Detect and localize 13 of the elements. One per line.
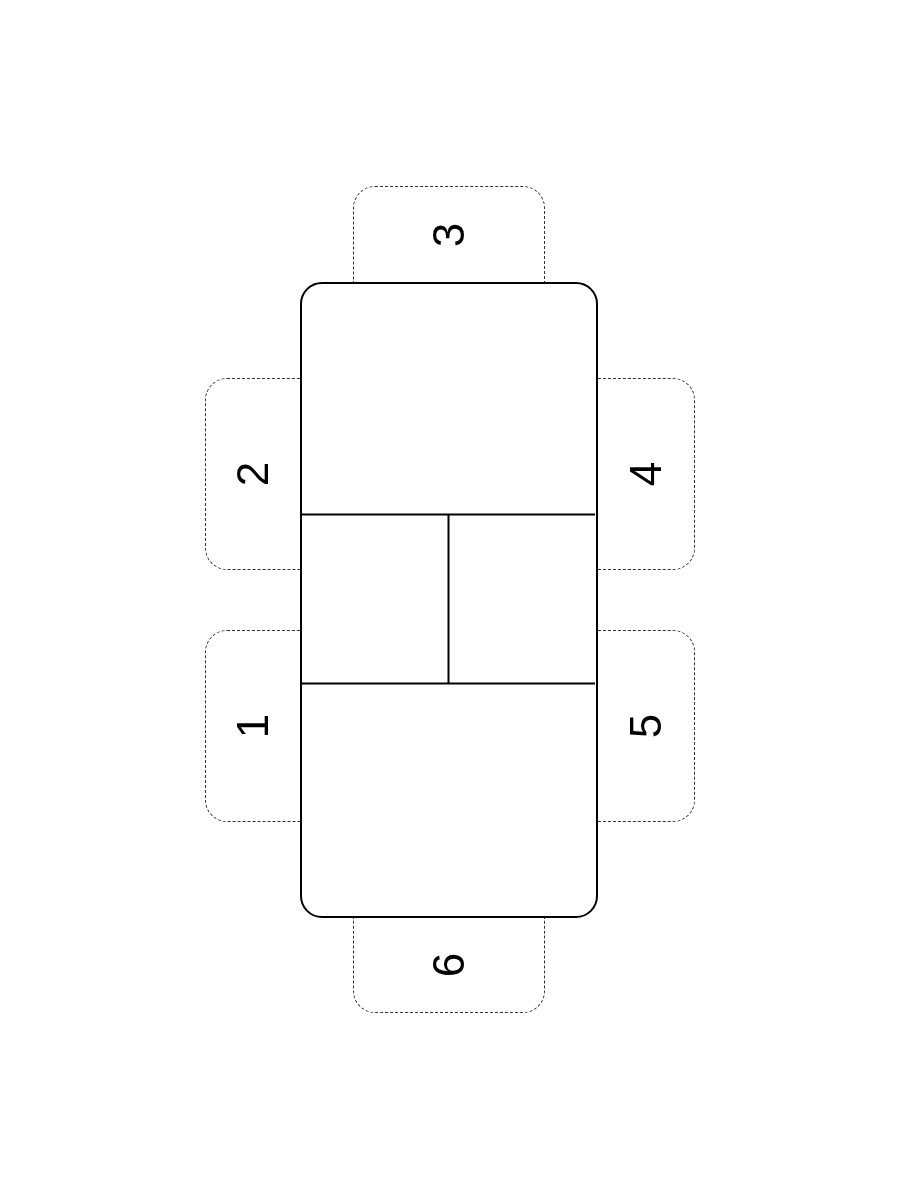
table-top: [300, 282, 598, 918]
chair-outline: [598, 378, 695, 570]
seat-number: 5: [624, 713, 668, 739]
chair-outline: [353, 918, 545, 1013]
seat-number: 3: [427, 222, 471, 247]
chair-outline: [598, 630, 695, 822]
seat-number: 1: [231, 713, 275, 739]
chair-outline: [353, 186, 545, 282]
seat-number: 2: [231, 461, 275, 487]
chair-outline: [205, 378, 300, 570]
chair-outline: [205, 630, 300, 822]
seat-number: 4: [624, 461, 668, 487]
seat-number: 6: [427, 952, 471, 978]
